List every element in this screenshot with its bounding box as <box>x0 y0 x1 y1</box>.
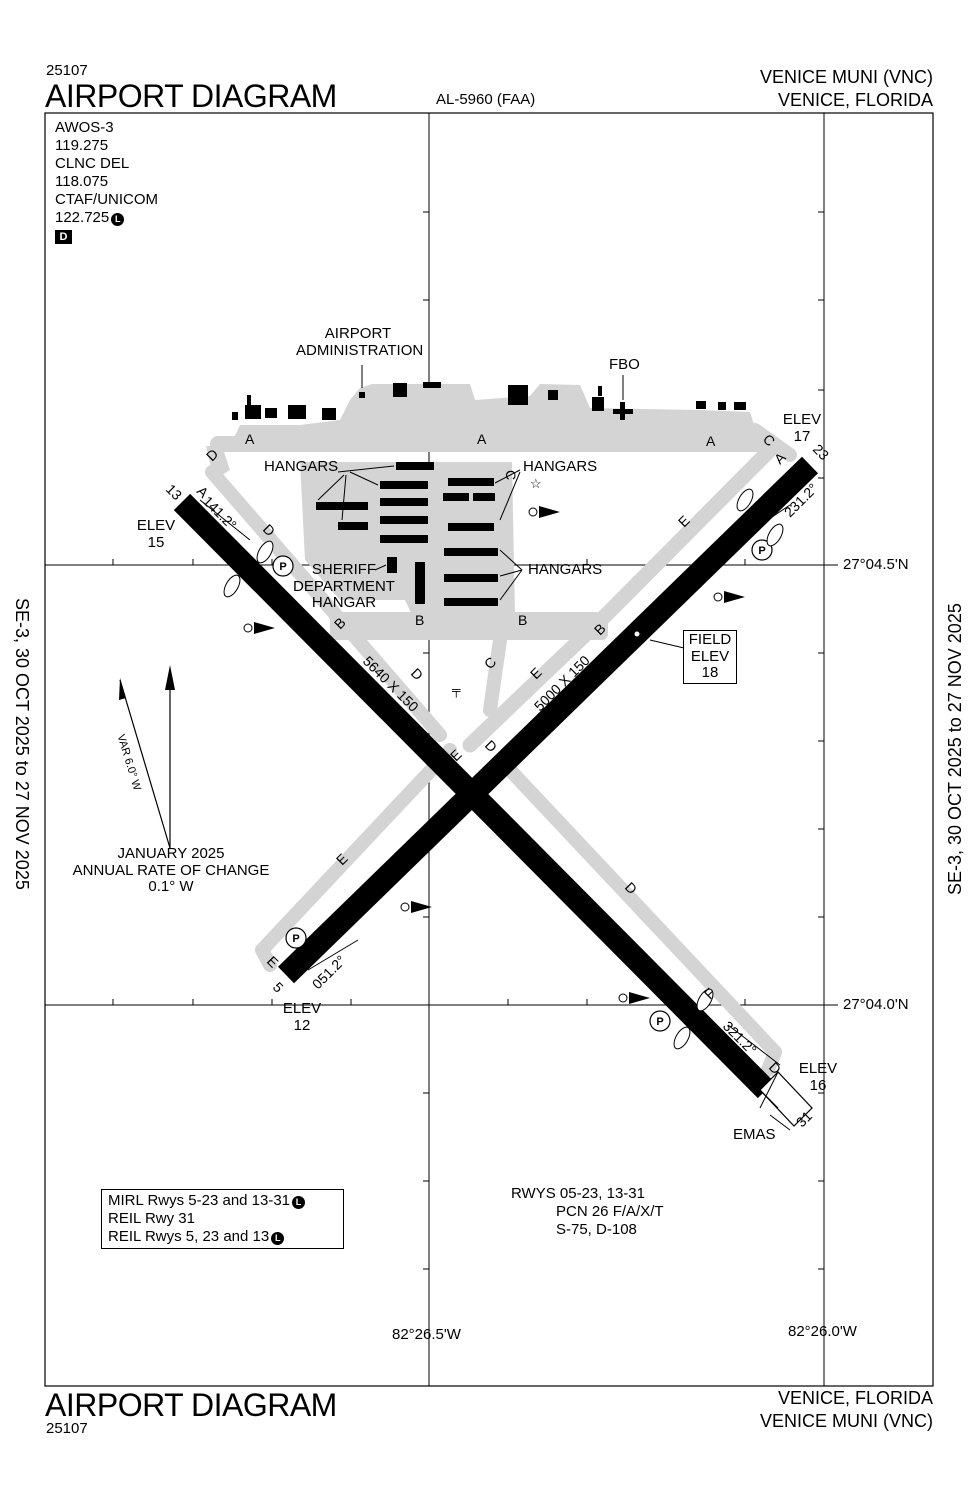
parallel-taxiways <box>205 423 797 1077</box>
latitude-south-label: 27°04.0'N <box>843 996 909 1013</box>
footer-procedure-number: 25107 <box>46 1420 88 1437</box>
clearance-label: CLNC DEL <box>55 155 130 172</box>
airport-name: VENICE MUNI (VNC) <box>759 67 933 87</box>
longitude-west-label: 82°26.5'W <box>392 1326 461 1343</box>
magnetic-variation-arrows <box>119 665 175 849</box>
magnetic-north-arrow <box>119 678 126 700</box>
digital-atis-icon: D <box>55 230 72 244</box>
emas-label: EMAS <box>733 1126 776 1143</box>
footer-airport-name: VENICE MUNI (VNC) <box>759 1411 933 1431</box>
reil-symbols <box>243 506 745 1004</box>
taxiway-label-d: D <box>408 665 426 683</box>
page-title: AIRPORT DIAGRAM <box>45 78 337 114</box>
pavement-info: RWYS 05-23, 13-31 PCN 26 F/A/X/T S-75, D… <box>511 1185 664 1238</box>
wind-indicator-icon: ╤ <box>451 683 461 698</box>
hangars-label-west: HANGARS <box>264 458 339 475</box>
pilot-controlled-lighting-icon: L <box>271 1232 285 1245</box>
hangars-label-north: HANGARS <box>523 458 598 475</box>
true-north-arrow <box>165 665 175 690</box>
footer-city-state: VENICE, FLORIDA <box>777 1388 933 1408</box>
pilot-controlled-lighting-icon: L <box>292 1196 306 1209</box>
procedure-number: 25107 <box>46 62 88 79</box>
comms-block: AWOS-3 119.275 CLNC DEL 118.075 CTAF/UNI… <box>55 119 158 245</box>
clearance-frequency: 118.075 <box>55 173 109 190</box>
runway-end-5: 5 <box>270 979 287 996</box>
emas-area <box>759 1071 813 1127</box>
airport-admin-label: AIRPORT ADMINISTRATION <box>296 325 424 359</box>
awos-label: AWOS-3 <box>55 119 114 136</box>
latitude-north-label: 27°04.5'N <box>843 556 909 573</box>
city-state: VENICE, FLORIDA <box>777 90 933 110</box>
svg-text:P: P <box>279 561 286 573</box>
awos-frequency: 119.275 <box>55 137 109 154</box>
pilot-controlled-lighting-icon: L <box>111 213 125 226</box>
taxiway-label-b: B <box>415 612 424 628</box>
parking-letters: P P P P <box>279 545 765 1028</box>
fbo-label: FBO <box>609 356 640 373</box>
ctaf-frequency: 122.725 <box>55 209 110 226</box>
taxiway-label-a: A <box>706 433 716 449</box>
chart-id: AL-5960 (FAA) <box>436 91 536 108</box>
taxiway-label-b: B <box>518 612 527 628</box>
taxiway-label-a: A <box>477 431 487 447</box>
parking-symbols <box>272 539 773 1032</box>
hangars-label-east: HANGARS <box>528 561 603 578</box>
taxiway-label-c: C <box>503 470 519 480</box>
beacon-icon: ☆ <box>530 476 542 491</box>
ctaf-label: CTAF/UNICOM <box>55 191 159 208</box>
svg-text:P: P <box>656 1016 663 1028</box>
footer-title: AIRPORT DIAGRAM <box>45 1387 337 1423</box>
sheriff-hangar-label: SHERIFF DEPARTMENT HANGAR <box>293 561 395 611</box>
runway-end-13: 13 <box>163 481 185 503</box>
svg-text:P: P <box>292 933 299 945</box>
magnetic-variation-info: JANUARY 2025 ANNUAL RATE OF CHANGE 0.1° … <box>72 845 270 895</box>
field-elevation-box: FIELD ELEV 18 <box>683 630 737 684</box>
longitude-east-label: 82°26.0'W <box>788 1323 857 1340</box>
taxiway-label-a: A <box>245 431 255 447</box>
runway-5-23 <box>277 456 819 984</box>
leader-lines <box>199 365 791 1131</box>
svg-text:P: P <box>758 545 765 557</box>
windcone-symbols <box>223 488 784 1050</box>
runways <box>173 456 819 1127</box>
chart-frame <box>44 112 934 1387</box>
buildings <box>232 382 746 606</box>
field-elevation-point <box>633 630 641 638</box>
lighting-line-2: REIL Rwy 31 <box>108 1210 195 1227</box>
